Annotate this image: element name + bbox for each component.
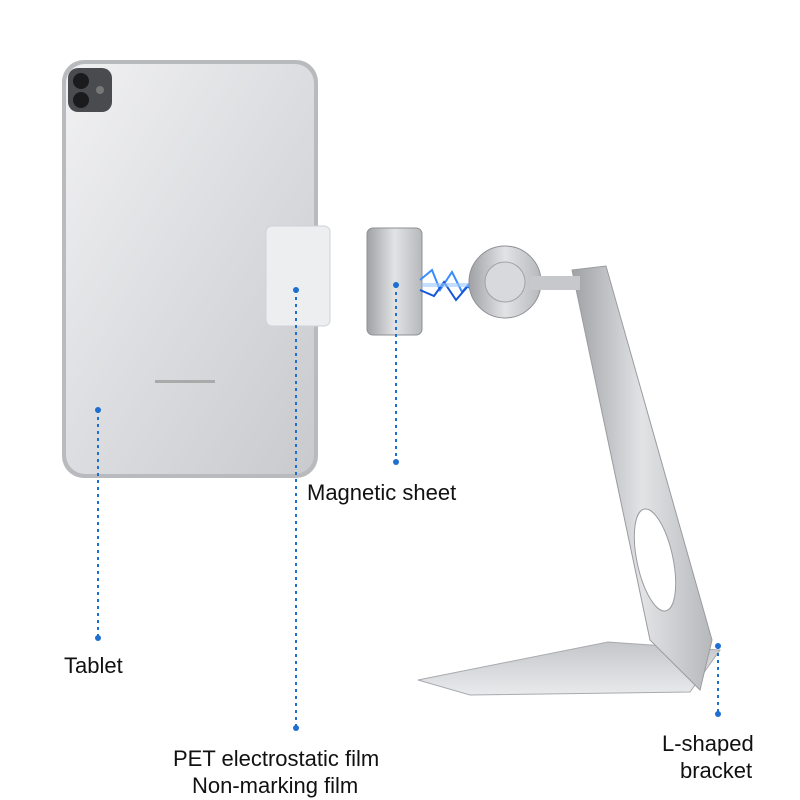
- l-shaped-bracket: [417, 245, 721, 696]
- bracket-label-line1: L-shaped: [662, 731, 754, 756]
- non-marking-film-label: Non-marking film: [192, 773, 359, 798]
- magnetic-field-icon: [419, 268, 477, 302]
- pet-film: [265, 225, 331, 327]
- magnetic-sheet: [366, 227, 423, 336]
- tablet: [62, 60, 318, 478]
- camera-module-icon: [68, 68, 112, 112]
- pet-film-label: PET electrostatic film: [173, 746, 380, 771]
- magnetic-sheet-label: Magnetic sheet: [307, 480, 457, 505]
- bracket-label-line2: bracket: [680, 758, 753, 783]
- leader-lines: [95, 282, 721, 731]
- tablet-label: Tablet: [64, 653, 123, 678]
